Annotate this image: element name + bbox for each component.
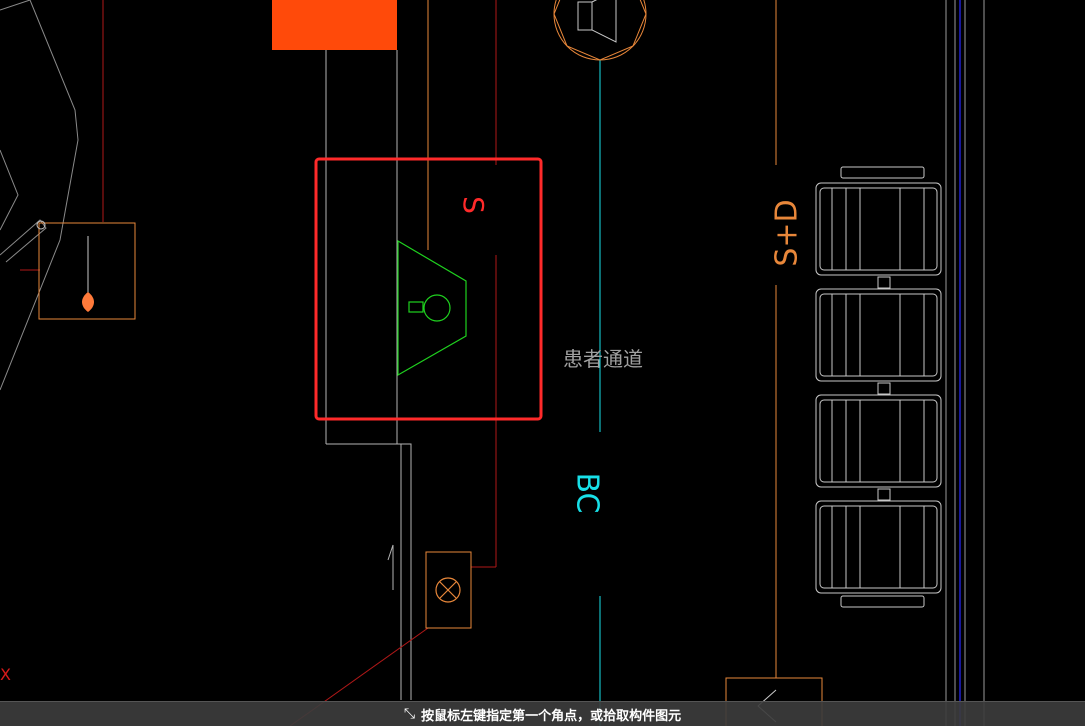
- crosshair-cursor-icon: ⤡: [403, 706, 416, 722]
- waiting-seats: [815, 166, 942, 608]
- light-symbol: [425, 551, 472, 629]
- camera-symbol[interactable]: [397, 239, 467, 377]
- command-prompt-bar: ⤡ 按鼠标左键指定第一个角点，或拾取构件图元: [0, 701, 1085, 726]
- left-wall-outline: [0, 0, 79, 391]
- speaker-symbol: [553, 0, 647, 61]
- equipment-block: [272, 0, 397, 50]
- column-wall-lines: [325, 50, 412, 700]
- label-x: X: [0, 665, 11, 684]
- right-wall-lines: [945, 0, 985, 726]
- command-prompt-text: 按鼠标左键指定第一个角点，或拾取构件图元: [421, 708, 682, 724]
- label-s: S: [457, 196, 490, 214]
- label-sd: S+D: [770, 199, 805, 266]
- selection-box[interactable]: [314, 157, 543, 421]
- label-bc: BC: [570, 472, 605, 513]
- label-corridor: 患者通道: [563, 347, 643, 371]
- lamp-symbol: [36, 220, 136, 320]
